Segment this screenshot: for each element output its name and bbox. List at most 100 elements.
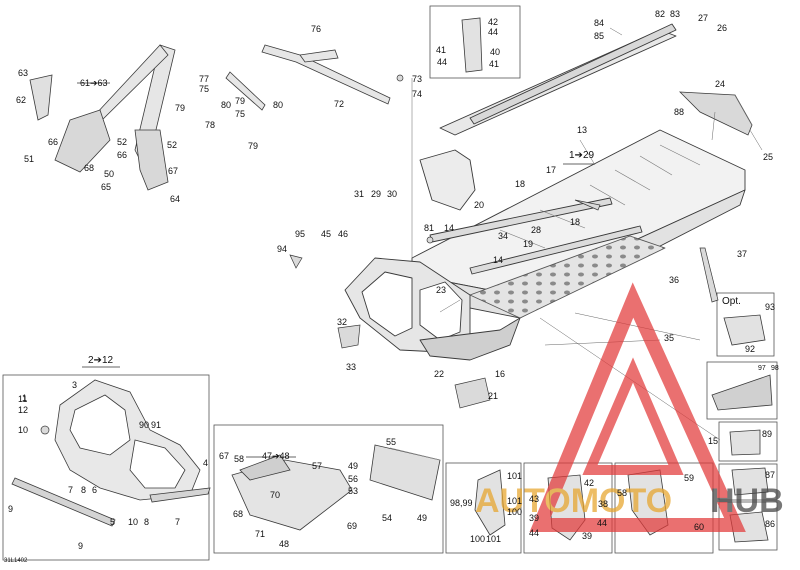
callout-65: 65: [101, 182, 112, 192]
callout-98: 98: [771, 365, 779, 372]
callout-9a: 9: [8, 504, 14, 514]
callout-26: 26: [717, 23, 728, 33]
callout-66a: 66: [48, 137, 59, 147]
callout-44a: 44: [488, 27, 499, 37]
front-frame-inset: [11, 379, 211, 527]
callout-89: 89: [762, 429, 773, 439]
callout-84: 84: [594, 18, 605, 28]
callout-67b: 67: [219, 451, 230, 461]
callout-52b: 52: [167, 140, 178, 150]
callout-11: 11: [18, 394, 28, 404]
callout-10a: 10: [18, 425, 29, 435]
callout-54: 54: [382, 513, 393, 523]
callout-62: 62: [16, 95, 27, 105]
callout-49b: 49: [417, 513, 428, 523]
inset-box-pan: [213, 424, 444, 554]
group-label-47-48: 47➔48: [262, 451, 290, 461]
callout-49a: 49: [348, 461, 359, 471]
callout-44d: 44: [529, 528, 540, 538]
callout-43: 43: [529, 494, 540, 504]
callout-48: 48: [279, 539, 290, 549]
callout-29: 29: [371, 189, 382, 199]
callout-24: 24: [715, 79, 726, 89]
callout-44b: 44: [437, 57, 448, 67]
callout-82: 82: [655, 9, 666, 19]
group-label-opt: Opt.: [722, 296, 741, 307]
callout-34: 34: [498, 231, 509, 241]
callout-1: 1: [22, 393, 28, 403]
callout-32: 32: [337, 317, 348, 327]
callout-58b: 58: [617, 488, 628, 498]
callout-40: 40: [490, 47, 501, 57]
inset-box-opt: [716, 292, 775, 357]
bracket-insets: [474, 314, 773, 543]
callout-18a: 18: [515, 179, 526, 189]
callout-87: 87: [765, 470, 776, 480]
callout-68a: 68: [84, 163, 95, 173]
callout-41b: 41: [489, 59, 500, 69]
callout-19: 19: [523, 239, 534, 249]
callout-85: 85: [594, 31, 605, 41]
callout-91: 91: [151, 420, 162, 430]
callout-41a: 41: [436, 45, 447, 55]
callout-66b: 66: [117, 150, 128, 160]
callout-14a: 14: [444, 223, 455, 233]
callout-80b: 80: [273, 100, 284, 110]
inset-box-top-right: [429, 5, 521, 79]
callout-37: 37: [737, 249, 748, 259]
callout-77: 77: [199, 74, 210, 84]
callout-70: 70: [270, 490, 281, 500]
callout-7b: 7: [175, 517, 181, 527]
callout-23: 23: [436, 285, 447, 295]
inset-box-brackets-c: [614, 462, 714, 554]
callout-79c: 79: [248, 141, 259, 151]
callout-80a: 80: [221, 100, 232, 110]
tunnel-side-perforated: [469, 235, 666, 319]
callout-7a: 7: [68, 485, 74, 495]
callout-13: 13: [577, 125, 588, 135]
callout-81: 81: [424, 223, 435, 233]
callout-30: 30: [387, 189, 398, 199]
watermark-text-right: HUB: [710, 482, 784, 520]
front-frame-opening-left: [361, 271, 413, 337]
group-label-2-12: 2➔12: [88, 355, 114, 366]
callout-3: 3: [72, 380, 78, 390]
callout-69: 69: [347, 521, 358, 531]
callout-71: 71: [255, 529, 266, 539]
callout-51: 51: [24, 154, 35, 164]
pan-inset: [231, 444, 441, 531]
callout-56: 56: [348, 474, 359, 484]
tunnel-assembly: [344, 23, 746, 361]
callout-42a: 42: [488, 17, 499, 27]
callout-52a: 52: [117, 137, 128, 147]
rear-hoop: [419, 149, 476, 211]
callout-35: 35: [664, 333, 675, 343]
inset-box-guard: [706, 361, 778, 420]
callout-15: 15: [708, 436, 719, 446]
callout-10b: 10: [128, 517, 139, 527]
callout-95: 95: [295, 229, 306, 239]
callout-25: 25: [763, 152, 774, 162]
top-right-part: [461, 17, 483, 73]
callout-93: 93: [765, 302, 776, 312]
inset-box-brackets-a: [445, 462, 522, 554]
callout-97: 97: [758, 365, 766, 372]
inset-box-89: [718, 421, 778, 462]
callout-6: 6: [92, 485, 98, 495]
group-label-61-63: 61➔63: [80, 78, 108, 88]
callout-36: 36: [669, 275, 680, 285]
callout-16: 16: [495, 369, 506, 379]
front-frame-opening-right: [419, 281, 463, 341]
callout-63: 63: [18, 68, 29, 78]
callout-53: 53: [348, 486, 359, 496]
callout-100b: 100: [470, 534, 486, 544]
callout-8b: 8: [144, 517, 150, 527]
callout-14b: 14: [493, 255, 504, 265]
inset-box-frame-front: [2, 374, 210, 561]
callout-31: 31: [354, 189, 365, 199]
callout-64: 64: [170, 194, 181, 204]
watermark: AUTOMOTO HUB: [475, 282, 784, 532]
callout-101a: 101: [507, 471, 523, 481]
callout-22: 22: [434, 369, 445, 379]
